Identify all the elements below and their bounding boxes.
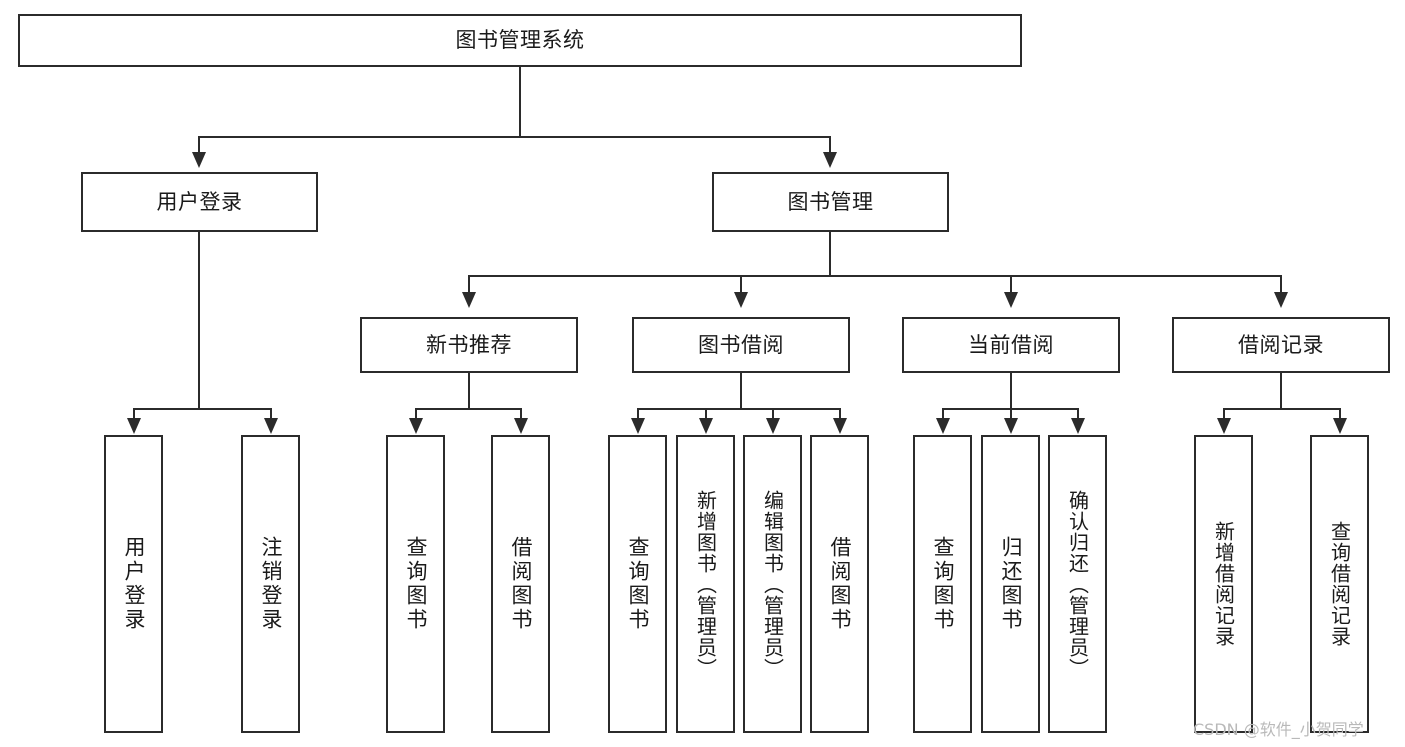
arrow-borrow-to-leaf4 <box>833 418 847 434</box>
leaf-borrow-borrow-book-label: 借阅图书 <box>828 536 852 632</box>
leaf-borrow-add-book-label: 新增图书（管理员） <box>693 489 718 679</box>
node-borrow-record-label: 借阅记录 <box>1238 332 1324 357</box>
leaf-record-query[interactable]: 查询借阅记录 <box>1310 435 1369 733</box>
node-user-login-label: 用户登录 <box>156 189 243 214</box>
arrow-borrow-to-leaf1 <box>631 418 645 434</box>
arrow-current-to-leaf2 <box>1004 418 1018 434</box>
arrow-recommend-to-leaf2 <box>514 418 528 434</box>
watermark: CSDN @软件_小贺同学 <box>1193 720 1364 739</box>
leaf-recommend-query-book[interactable]: 查询图书 <box>386 435 445 733</box>
arrow-login-to-leaf2 <box>264 418 278 434</box>
connector-borrow-stem <box>740 373 742 409</box>
connector-borrow-bus <box>637 408 840 410</box>
arrow-bookmgmt-to-n4 <box>1274 292 1288 308</box>
leaf-borrow-query-book[interactable]: 查询图书 <box>608 435 667 733</box>
connector-borrow-to-leaf1 <box>637 408 639 419</box>
connector-current-to-leaf1 <box>942 408 944 419</box>
arrow-bookmgmt-to-n2 <box>734 292 748 308</box>
leaf-borrow-edit-book-label: 编辑图书（管理员） <box>760 489 785 679</box>
leaf-current-return-book-label: 归还图书 <box>999 536 1023 632</box>
arrow-borrow-to-leaf2 <box>699 418 713 434</box>
connector-recommend-stem <box>468 373 470 409</box>
leaf-record-add-label: 新增借阅记录 <box>1211 521 1236 647</box>
connector-bookmgmt-to-n3 <box>1010 275 1012 293</box>
arrow-borrow-to-leaf3 <box>766 418 780 434</box>
leaf-recommend-query-book-label: 查询图书 <box>404 536 428 632</box>
connector-record-stem <box>1280 373 1282 409</box>
arrow-recommend-to-leaf1 <box>409 418 423 434</box>
leaf-record-query-label: 查询借阅记录 <box>1327 521 1352 647</box>
connector-recommend-to-leaf2 <box>520 408 522 419</box>
connector-login-to-leaf1 <box>133 408 135 419</box>
arrow-current-to-leaf3 <box>1071 418 1085 434</box>
node-book-management[interactable]: 图书管理 <box>712 172 949 232</box>
arrow-root-to-login <box>192 152 206 168</box>
connector-record-to-leaf2 <box>1339 408 1341 419</box>
connector-borrow-to-leaf4 <box>839 408 841 419</box>
connector-record-bus <box>1223 408 1340 410</box>
connector-root-stem <box>519 67 521 137</box>
connector-current-to-leaf3 <box>1077 408 1079 419</box>
node-root-label: 图书管理系统 <box>455 28 585 53</box>
leaf-current-query-book[interactable]: 查询图书 <box>913 435 972 733</box>
arrow-record-to-leaf2 <box>1333 418 1347 434</box>
leaf-record-add[interactable]: 新增借阅记录 <box>1194 435 1253 733</box>
arrow-current-to-leaf1 <box>936 418 950 434</box>
connector-bookmgmt-to-n4 <box>1280 275 1282 293</box>
arrow-record-to-leaf1 <box>1217 418 1231 434</box>
connector-login-stem <box>198 232 200 409</box>
connector-root-to-login <box>198 136 200 154</box>
leaf-recommend-borrow-book[interactable]: 借阅图书 <box>491 435 550 733</box>
leaf-borrow-borrow-book[interactable]: 借阅图书 <box>810 435 869 733</box>
node-book-borrow[interactable]: 图书借阅 <box>632 317 850 373</box>
leaf-current-confirm-return-label: 确认归还（管理员） <box>1065 489 1090 679</box>
leaf-user-login[interactable]: 用户登录 <box>104 435 163 733</box>
connector-root-bus <box>198 136 831 138</box>
leaf-borrow-query-book-label: 查询图书 <box>626 536 650 632</box>
connector-bookmgmt-bus <box>468 275 1282 277</box>
leaf-borrow-edit-book[interactable]: 编辑图书（管理员） <box>743 435 802 733</box>
connector-bookmgmt-stem <box>829 232 831 276</box>
node-new-book-recommend-label: 新书推荐 <box>426 332 512 357</box>
connector-current-to-leaf2 <box>1010 408 1012 419</box>
node-current-borrow-label: 当前借阅 <box>968 332 1054 357</box>
connector-record-to-leaf1 <box>1223 408 1225 419</box>
leaf-recommend-borrow-book-label: 借阅图书 <box>509 536 533 632</box>
arrow-root-to-bookmgmt <box>823 152 837 168</box>
node-user-login[interactable]: 用户登录 <box>81 172 318 232</box>
connector-borrow-to-leaf2 <box>705 408 707 419</box>
leaf-current-return-book[interactable]: 归还图书 <box>981 435 1040 733</box>
connector-login-bus <box>133 408 270 410</box>
connector-login-to-leaf2 <box>270 408 272 419</box>
node-book-borrow-label: 图书借阅 <box>698 332 784 357</box>
arrow-login-to-leaf1 <box>127 418 141 434</box>
node-borrow-record[interactable]: 借阅记录 <box>1172 317 1390 373</box>
connector-root-to-bookmgmt <box>829 136 831 154</box>
node-new-book-recommend[interactable]: 新书推荐 <box>360 317 578 373</box>
leaf-logout[interactable]: 注销登录 <box>241 435 300 733</box>
connector-borrow-to-leaf3 <box>772 408 774 419</box>
leaf-logout-label: 注销登录 <box>259 536 283 632</box>
leaf-current-query-book-label: 查询图书 <box>931 536 955 632</box>
connector-bookmgmt-to-n2 <box>740 275 742 293</box>
arrow-bookmgmt-to-n1 <box>462 292 476 308</box>
arrow-bookmgmt-to-n3 <box>1004 292 1018 308</box>
node-current-borrow[interactable]: 当前借阅 <box>902 317 1120 373</box>
connector-recommend-to-leaf1 <box>415 408 417 419</box>
connector-current-stem <box>1010 373 1012 409</box>
leaf-borrow-add-book[interactable]: 新增图书（管理员） <box>676 435 735 733</box>
node-root[interactable]: 图书管理系统 <box>18 14 1022 67</box>
leaf-user-login-label: 用户登录 <box>122 536 146 632</box>
connector-recommend-bus <box>415 408 522 410</box>
leaf-current-confirm-return[interactable]: 确认归还（管理员） <box>1048 435 1107 733</box>
connector-bookmgmt-to-n1 <box>468 275 470 293</box>
node-book-management-label: 图书管理 <box>787 189 874 214</box>
